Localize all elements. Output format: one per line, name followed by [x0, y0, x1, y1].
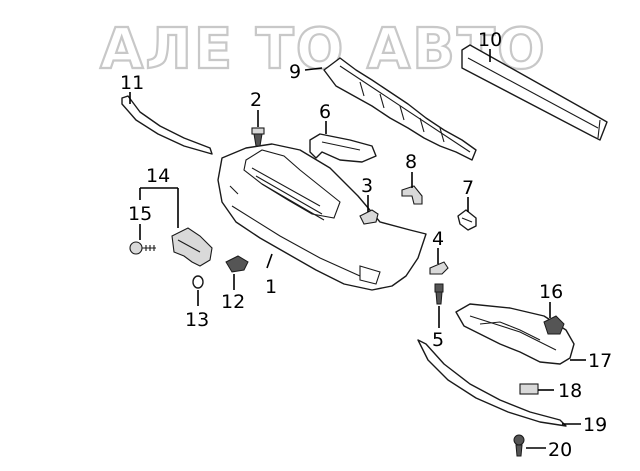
part-9-absorber	[323, 57, 477, 161]
part-7-socket	[457, 209, 477, 231]
callout-6: 6	[319, 101, 331, 123]
part-13-plug	[192, 275, 204, 289]
callout-1: 1	[265, 276, 277, 298]
part-3-clip	[359, 209, 379, 225]
callout-16: 16	[539, 281, 563, 303]
part-10-reinforcement	[461, 44, 608, 141]
callout-14: 14	[146, 165, 170, 187]
part-12-clip	[225, 255, 249, 273]
part-15-screw	[129, 241, 156, 255]
callout-15: 15	[128, 203, 152, 225]
part-11-molding	[121, 95, 213, 155]
part-6-bracket	[309, 133, 377, 163]
callout-3: 3	[361, 175, 373, 197]
callout-19: 19	[583, 414, 607, 436]
part-19-lower-spoiler	[417, 339, 567, 427]
callout-12: 12	[221, 291, 245, 313]
callout-11: 11	[120, 72, 144, 94]
callout-13: 13	[185, 309, 209, 331]
callout-9: 9	[289, 61, 301, 83]
part-17-under-cover	[455, 303, 575, 365]
callout-8: 8	[405, 151, 417, 173]
part-4-retainer	[429, 261, 449, 275]
callout-10: 10	[478, 29, 502, 51]
part-20-screw	[513, 434, 525, 457]
callout-4: 4	[432, 228, 444, 250]
part-1-bumper-cover	[217, 143, 427, 291]
callout-5: 5	[432, 329, 444, 351]
part-5-fastener	[434, 283, 444, 305]
callout-20: 20	[548, 439, 572, 461]
part-2-clip	[251, 127, 265, 147]
part-16-nut	[543, 315, 565, 335]
callout-7: 7	[462, 177, 474, 199]
leader-lines	[129, 49, 586, 449]
part-8-seal	[401, 185, 423, 205]
callout-17: 17	[588, 350, 612, 372]
part-14-bracket	[171, 227, 213, 267]
part-18-clip	[519, 383, 539, 395]
callout-2: 2	[250, 89, 262, 111]
callout-18: 18	[558, 380, 582, 402]
